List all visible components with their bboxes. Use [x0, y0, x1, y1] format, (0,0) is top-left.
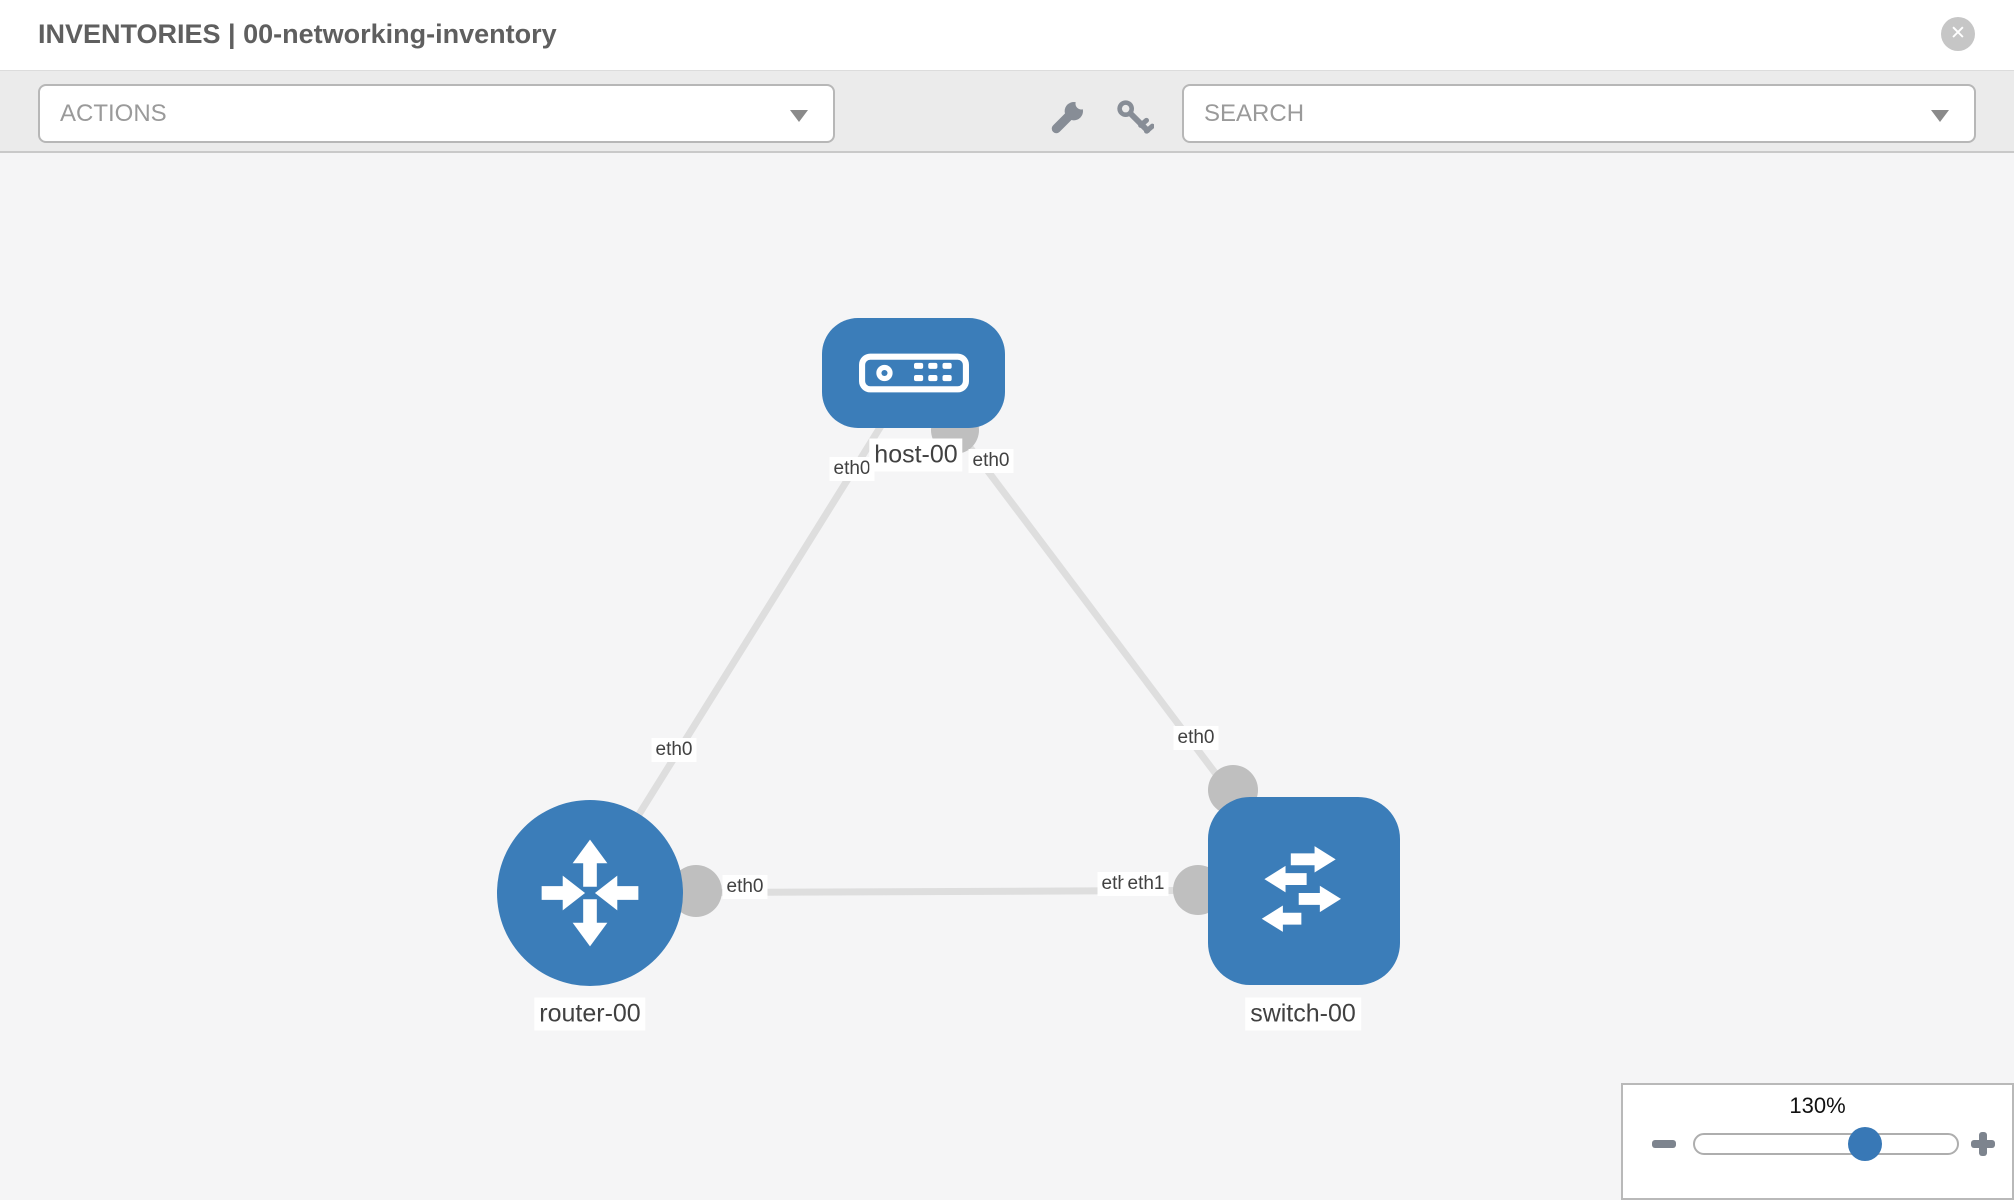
zoom-level-value: 130% — [1789, 1093, 1846, 1118]
toolbar: ACTIONS SEARCH — [0, 70, 2014, 153]
interface-label-switch-to-host: eth0 — [1173, 726, 1219, 750]
interface-label-host-to-router: eth0 — [829, 457, 875, 481]
zoom-control-panel: 130% — [1621, 1083, 2014, 1200]
node-host-00[interactable] — [822, 318, 1005, 428]
node-label-host: host-00 — [869, 438, 963, 472]
interface-label-host-to-switch: eth0 — [968, 449, 1014, 473]
zoom-in-plus-icon[interactable] — [1971, 1132, 1995, 1156]
close-icon[interactable]: ✕ — [1941, 17, 1975, 51]
page-title: INVENTORIES | 00-networking-inventory — [38, 19, 557, 49]
topology-canvas[interactable]: host-00 router-00 switch-00 eth0 eth0 et… — [0, 153, 2014, 1200]
chevron-down-icon — [1931, 110, 1949, 122]
node-router-00[interactable] — [497, 800, 683, 986]
actions-dropdown-label: ACTIONS — [60, 100, 167, 127]
topology-edges — [587, 370, 1307, 917]
header-bar: INVENTORIES | 00-networking-inventory ✕ — [0, 0, 2014, 71]
zoom-out-minus-icon[interactable] — [1652, 1140, 1676, 1148]
node-switch-00[interactable] — [1208, 797, 1400, 985]
chevron-down-icon — [790, 110, 808, 122]
actions-dropdown[interactable]: ACTIONS — [38, 84, 835, 143]
interface-connector-router — [670, 865, 722, 917]
interface-label-router-to-host: eth0 — [651, 738, 697, 762]
zoom-slider-track[interactable] — [1693, 1133, 1959, 1155]
router-icon — [541, 839, 639, 947]
search-dropdown[interactable]: SEARCH — [1182, 84, 1976, 143]
interface-label-switch-to-router: eth1 — [1123, 872, 1169, 896]
host-icon — [858, 353, 969, 393]
zoom-slider-handle[interactable] — [1848, 1127, 1882, 1161]
search-dropdown-label: SEARCH — [1204, 100, 1305, 127]
node-label-switch: switch-00 — [1245, 997, 1361, 1031]
node-label-router: router-00 — [534, 997, 646, 1031]
wrench-icon[interactable] — [1048, 97, 1088, 137]
interface-label-router-to-switch: eth0 — [722, 875, 768, 899]
key-icon[interactable] — [1114, 97, 1154, 137]
switch-icon — [1261, 846, 1341, 932]
